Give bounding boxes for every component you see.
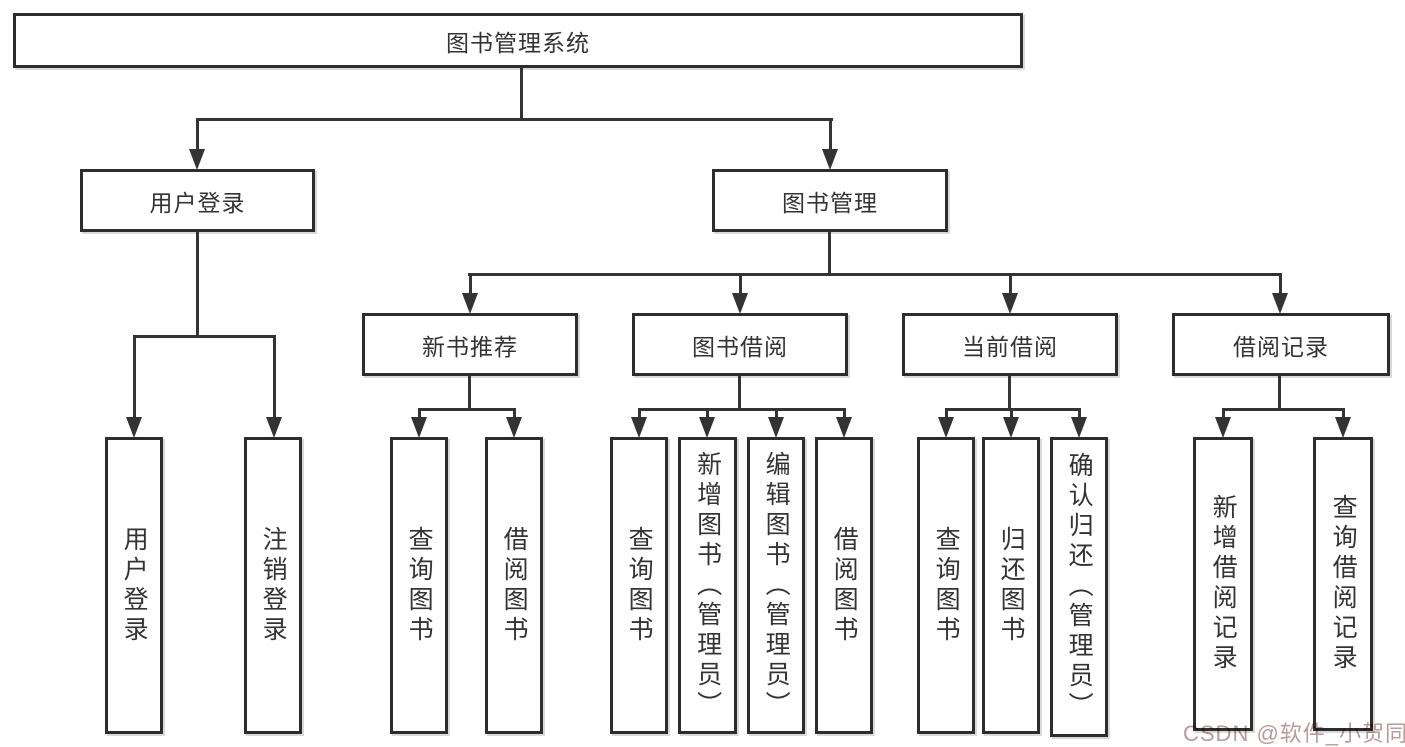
connector-line <box>196 232 199 338</box>
arrow-down-icon <box>732 293 748 314</box>
node-leaf-query-books-current: 查询图书 <box>917 437 975 734</box>
arrow-down-icon <box>699 417 715 438</box>
arrow-down-icon <box>506 417 522 438</box>
node-leaf-user-login-label: 用户登录 <box>120 525 149 646</box>
arrow-down-icon <box>1002 293 1018 314</box>
node-leaf-add-book-admin-label: 新增图书（管理员） <box>693 450 722 721</box>
node-leaf-query-books-current-label: 查询图书 <box>932 525 961 646</box>
node-leaf-add-borrow-record-label: 新增借阅记录 <box>1209 494 1238 674</box>
node-borrow-records-label: 借阅记录 <box>1233 333 1329 360</box>
node-root-label: 图书管理系统 <box>446 29 590 56</box>
connector-line <box>944 408 948 417</box>
node-leaf-query-books-borrowing-label: 查询图书 <box>625 525 654 646</box>
node-new-book-recommend: 新书推荐 <box>362 313 578 376</box>
node-leaf-edit-book-admin: 编辑图书（管理员） <box>747 437 805 734</box>
node-leaf-borrow-books-recommend-label: 借阅图书 <box>500 525 529 646</box>
connector-line <box>828 232 831 276</box>
connector-line <box>1341 408 1345 417</box>
watermark-text: CSDN @软件_小贺同学 <box>1183 721 1405 746</box>
connector-line <box>774 408 778 417</box>
node-current-borrowing-label: 当前借阅 <box>962 333 1058 360</box>
node-borrow-records: 借阅记录 <box>1172 313 1390 376</box>
arrow-down-icon <box>462 293 478 314</box>
arrow-down-icon <box>631 417 647 438</box>
node-leaf-add-borrow-record: 新增借阅记录 <box>1193 437 1253 731</box>
node-book-management-branch-label: 图书管理 <box>782 189 878 216</box>
arrow-down-icon <box>1335 417 1351 438</box>
node-leaf-confirm-return-admin: 确认归还（管理员） <box>1050 437 1108 737</box>
node-user-login-branch: 用户登录 <box>80 169 315 232</box>
node-leaf-confirm-return-admin-label: 确认归还（管理员） <box>1065 452 1094 722</box>
connector-line <box>520 67 523 121</box>
arrow-down-icon <box>938 417 954 438</box>
connector-line <box>132 335 136 417</box>
connector-line <box>828 118 832 149</box>
connector-line <box>1278 273 1282 293</box>
arrow-down-icon <box>836 417 852 438</box>
node-leaf-query-borrow-record: 查询借阅记录 <box>1313 437 1373 731</box>
connector-line <box>468 273 1282 276</box>
connector-line <box>417 408 421 417</box>
arrow-down-icon <box>189 149 205 170</box>
node-leaf-borrow-books: 借阅图书 <box>815 437 873 734</box>
connector-line <box>637 408 641 417</box>
node-book-management-branch: 图书管理 <box>712 169 948 232</box>
node-new-book-recommend-label: 新书推荐 <box>422 333 518 360</box>
connector-line <box>842 408 846 417</box>
connector-line <box>1008 376 1011 411</box>
connector-line <box>1008 273 1012 293</box>
node-leaf-user-login: 用户登录 <box>105 437 163 734</box>
node-leaf-return-books-label: 归还图书 <box>997 525 1026 646</box>
connector-line <box>195 118 199 149</box>
arrow-down-icon <box>411 417 427 438</box>
connector-line <box>738 376 741 411</box>
node-user-login-branch-label: 用户登录 <box>149 189 246 216</box>
connector-line <box>272 335 276 417</box>
arrow-down-icon <box>1071 417 1087 438</box>
node-current-borrowing: 当前借阅 <box>902 313 1118 376</box>
connector-line <box>512 408 516 417</box>
node-leaf-add-book-admin: 新增图书（管理员） <box>678 437 737 734</box>
connector-line <box>133 335 276 338</box>
connector-line <box>705 408 709 417</box>
node-root: 图书管理系统 <box>13 13 1023 68</box>
node-leaf-logout-label: 注销登录 <box>259 525 288 646</box>
arrow-down-icon <box>126 417 142 438</box>
connector-line <box>1077 408 1081 417</box>
connector-line <box>1221 408 1225 417</box>
node-leaf-query-books-borrowing: 查询图书 <box>610 437 668 734</box>
connector-line <box>468 376 471 411</box>
arrow-down-icon <box>822 149 838 170</box>
node-leaf-query-borrow-record-label: 查询借阅记录 <box>1329 494 1358 674</box>
arrow-down-icon <box>768 417 784 438</box>
connector-line <box>638 408 846 411</box>
arrow-down-icon <box>1003 417 1019 438</box>
node-leaf-query-books-recommend-label: 查询图书 <box>405 525 434 646</box>
connector-line <box>1009 408 1013 417</box>
node-leaf-return-books: 归还图书 <box>982 437 1040 734</box>
arrow-down-icon <box>266 417 282 438</box>
node-leaf-query-books-recommend: 查询图书 <box>390 437 448 734</box>
connector-line <box>738 273 742 293</box>
node-leaf-borrow-books-recommend: 借阅图书 <box>485 437 543 734</box>
connector-line <box>468 273 472 293</box>
arrow-down-icon <box>1272 293 1288 314</box>
connector-line <box>196 118 833 121</box>
connector-line <box>945 408 1081 411</box>
connector-line <box>1222 408 1345 411</box>
node-book-borrowing: 图书借阅 <box>632 313 848 376</box>
arrow-down-icon <box>1215 417 1231 438</box>
connector-line <box>1278 376 1281 411</box>
connector-line <box>418 408 516 411</box>
node-leaf-edit-book-admin-label: 编辑图书（管理员） <box>762 450 791 721</box>
node-leaf-borrow-books-label: 借阅图书 <box>830 525 859 646</box>
node-book-borrowing-label: 图书借阅 <box>692 333 788 360</box>
node-leaf-logout: 注销登录 <box>244 437 302 734</box>
